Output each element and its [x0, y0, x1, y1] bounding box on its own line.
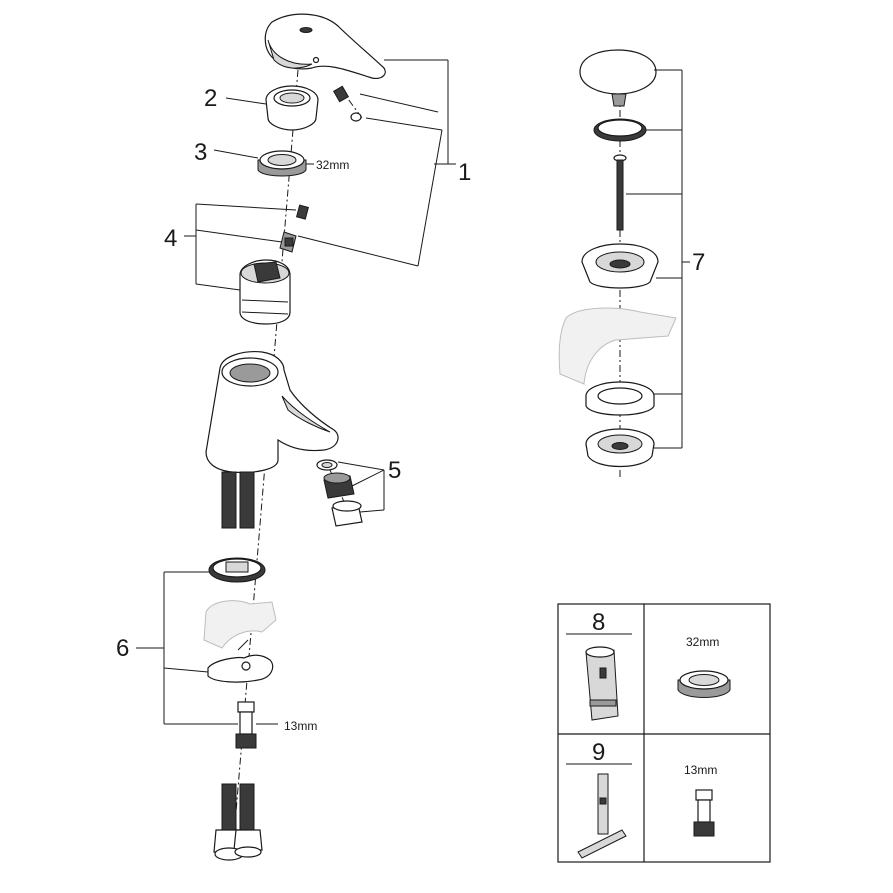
mounting-bracket: [207, 639, 274, 683]
dimension-nipple-13mm: 13mm: [284, 719, 317, 733]
callout-7: 7: [692, 249, 705, 276]
aerator-housing: [331, 500, 363, 527]
callout-9: 9: [592, 739, 605, 766]
callout-leaders: [136, 59, 690, 725]
callout-5: 5: [388, 457, 401, 484]
drain-bolt: [613, 154, 627, 231]
callout-4: 4: [164, 225, 177, 252]
drain-seal-ring: [593, 118, 647, 142]
tools-table: 8 32mm 9 13mm: [557, 603, 771, 863]
cartridge-screw: [279, 204, 309, 253]
cartridge-wrench-tool: [585, 646, 619, 721]
callout-8: 8: [592, 609, 605, 636]
assembly-axis-lines: [231, 69, 621, 861]
callout-6: 6: [116, 635, 129, 662]
drain-flange: [581, 243, 659, 289]
hex-nut-32mm: [257, 150, 307, 177]
tool-threaded-nipple-13mm: [693, 789, 715, 837]
lever-handle: [264, 13, 386, 79]
tool-dimension-32mm: 32mm: [686, 635, 719, 649]
tool-hex-nut-32mm: [677, 670, 731, 698]
drain-lower-gasket: [585, 381, 655, 416]
aerator-insert: [323, 472, 355, 499]
callout-3: 3: [194, 139, 207, 166]
supply-hoses-lower: [213, 783, 263, 861]
callout-1: 1: [458, 159, 471, 186]
faucet-body: [205, 351, 339, 474]
cartridge: [239, 259, 291, 325]
supply-hoses-upper: [221, 471, 255, 529]
threaded-nipple-13mm: [235, 701, 257, 749]
drain-pop-up-cap: [579, 49, 657, 107]
hex-key-tool: [577, 773, 627, 859]
drain-body-nut: [585, 428, 655, 467]
cap-ring: [265, 85, 319, 131]
aerator-washer: [316, 459, 338, 471]
dimension-nut-32mm: 32mm: [316, 158, 349, 172]
handle-set-screw: [332, 85, 362, 122]
mounting-ring: [208, 557, 266, 583]
tool-dimension-13mm: 13mm: [684, 763, 717, 777]
basin-section-ghost: [203, 600, 277, 649]
callout-2: 2: [204, 85, 217, 112]
drain-basin-section-ghost: [558, 307, 677, 385]
